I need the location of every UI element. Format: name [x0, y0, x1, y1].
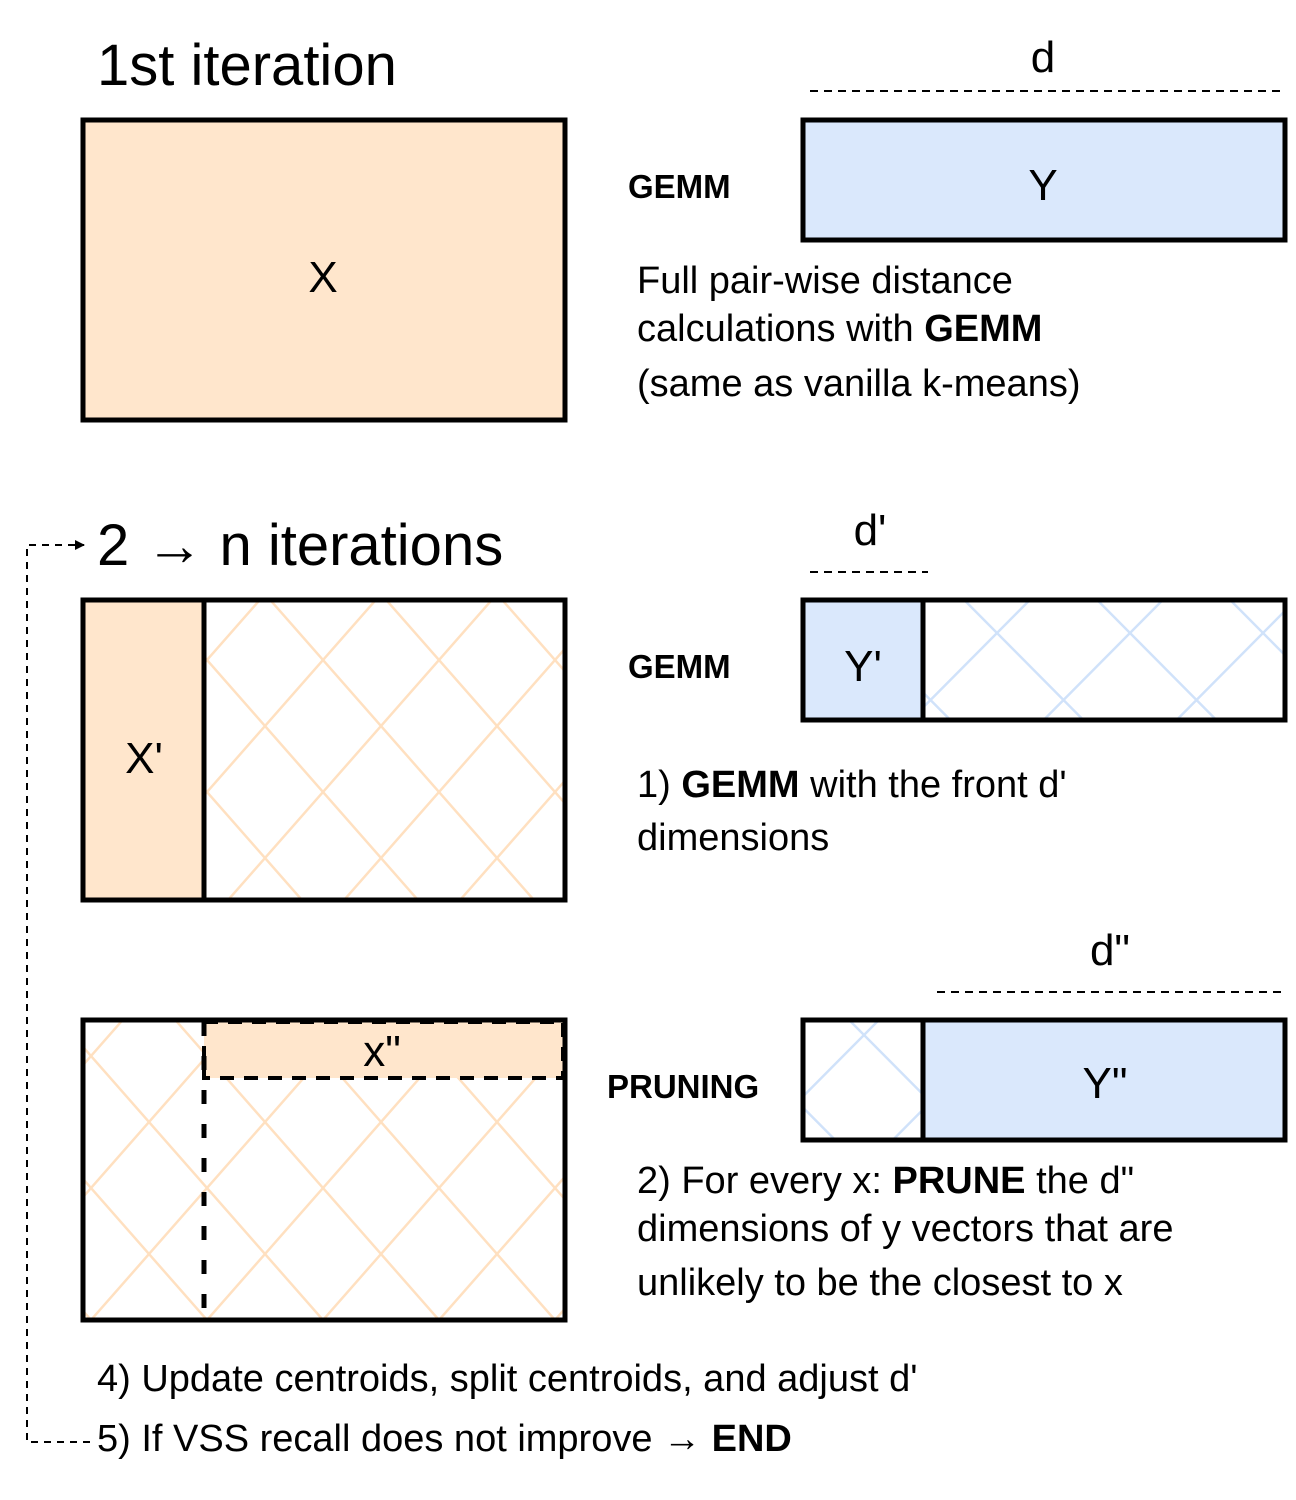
x-prime-label: X' [125, 734, 163, 783]
section3-desc-line1: 2) For every x: PRUNE the d" [637, 1160, 1134, 1202]
x-double-prime-label: x" [363, 1027, 401, 1076]
y-prime-label: Y' [844, 642, 882, 691]
section1-op: GEMM [628, 168, 731, 205]
y-double-prime-block [923, 1020, 1285, 1140]
loop-back-arrow [26, 540, 90, 1443]
section3-desc-line3: unlikely to be the closest to x [637, 1262, 1123, 1304]
section3-desc-line2: dimensions of y vectors that are [637, 1208, 1173, 1250]
x-prime-matrix [80, 597, 568, 903]
section2-op: GEMM [628, 648, 731, 685]
section1-desc-line3: (same as vanilla k-means) [637, 363, 1080, 405]
section1-desc-line2: calculations with GEMM [637, 308, 1042, 350]
section1-desc-line1: Full pair-wise distance [637, 260, 1013, 302]
dim-d-label: d [1031, 33, 1055, 82]
y-double-prime-label: Y" [1083, 1059, 1128, 1108]
dim-d-prime-label: d' [854, 506, 887, 555]
section3-op: PRUNING [607, 1068, 759, 1105]
x-prime-block [83, 600, 204, 900]
y-matrix [800, 117, 1288, 243]
x-matrix [80, 117, 568, 423]
y-prime-matrix [800, 597, 1288, 723]
section2-desc-line1: 1) GEMM with the front d' [637, 764, 1067, 806]
y-matrix-label: Y [1028, 161, 1057, 210]
dim-d-double-prime-label: d" [1090, 926, 1130, 975]
section2-title: 2 → n iterations [97, 513, 503, 578]
section1-title: 1st iteration [97, 33, 397, 98]
x-matrix-label: X [308, 253, 337, 302]
step5-text: 5) If VSS recall does not improve → END [97, 1418, 792, 1460]
y-double-prime-matrix [800, 1017, 1288, 1143]
y-prime-block [803, 600, 923, 720]
x-double-prime-matrix [80, 1017, 568, 1323]
step4-text: 4) Update centroids, split centroids, an… [97, 1358, 918, 1400]
section2-desc-line2: dimensions [637, 817, 829, 859]
x-double-prime-block [202, 1020, 565, 1080]
